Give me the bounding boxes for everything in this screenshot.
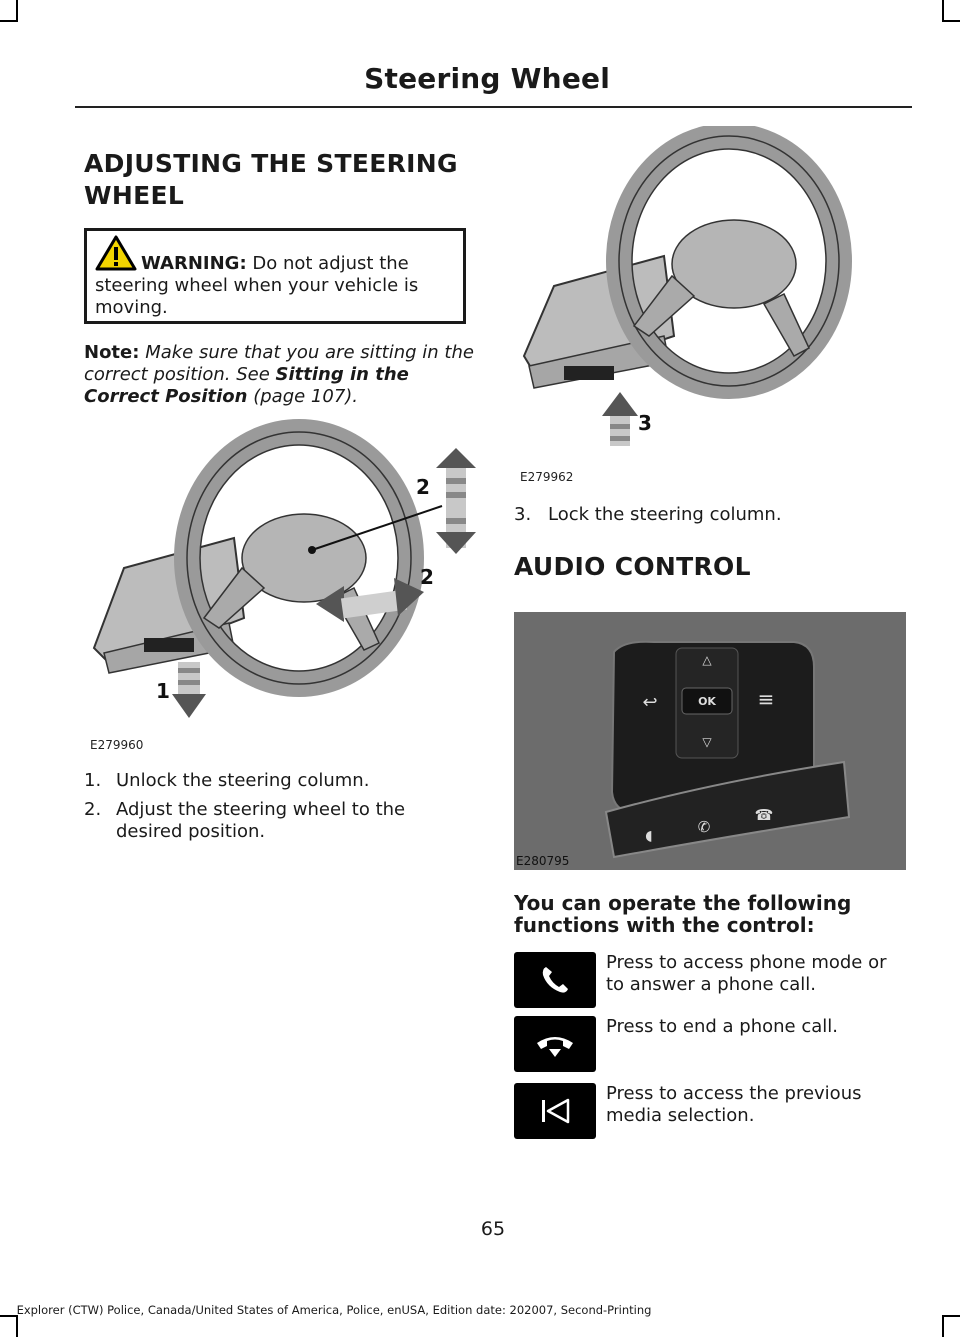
page-number: 65 <box>480 1218 506 1240</box>
warning-box: WARNING: Do not adjust the steering whee… <box>84 228 466 324</box>
function-text: Press to end a phone call. <box>606 1016 838 1037</box>
back-icon: ↩ <box>642 692 657 713</box>
warning-label: WARNING: <box>141 253 247 274</box>
steering-wheel-lock-illustration: 3 <box>522 123 852 446</box>
crop-mark <box>942 1315 960 1317</box>
menu-icon: ≡ <box>758 687 775 711</box>
crop-mark <box>942 0 944 20</box>
down-icon: ▽ <box>702 735 712 749</box>
phone-icon <box>514 952 596 1008</box>
crop-mark <box>16 1317 18 1337</box>
figure-code: E280795 <box>516 854 570 868</box>
crop-mark <box>942 20 960 22</box>
note-body: Make sure that you are sitting in the co… <box>84 342 474 385</box>
figure-code: E279960 <box>90 738 144 752</box>
step-number: 3. <box>514 504 532 525</box>
figure-code: E279962 <box>520 470 574 484</box>
section-heading-adjusting: ADJUSTING THE STEERING WHEEL <box>84 149 458 210</box>
crop-mark <box>16 0 18 20</box>
audio-control-figure: △ OK ▽ ↩ ≡ ◖ ✆ ☎ E280795 <box>514 612 906 870</box>
steering-lock-figure: 3 E279962 <box>514 123 904 488</box>
page-title: Steering Wheel <box>364 62 610 95</box>
callout-2-reach: 2 <box>420 565 434 589</box>
functions-subheading: You can operate the following functions … <box>514 891 852 937</box>
list-item: 1. Unlock the steering column. <box>84 770 476 792</box>
step-3: 3. Lock the steering column. <box>514 504 782 525</box>
phone-prev-icon: ✆ <box>698 818 711 836</box>
callout-1: 1 <box>156 679 170 703</box>
function-text: Press to access phone mode or to answer … <box>606 952 887 995</box>
function-row: Press to access phone mode or to answer … <box>514 952 906 1008</box>
function-row: Press to access the previous media selec… <box>514 1083 906 1139</box>
note: Note: Make sure that you are sitting in … <box>84 342 476 408</box>
footer: Explorer (CTW) Police, Canada/United Sta… <box>16 1303 652 1317</box>
previous-icon <box>514 1083 596 1139</box>
crop-mark <box>0 20 18 22</box>
section-heading-audio: AUDIO CONTROL <box>514 552 751 581</box>
steering-adjust-figure: 2 2 1 E279960 <box>84 418 484 758</box>
note-label: Note: <box>84 342 140 363</box>
step-text: Lock the steering column. <box>548 504 782 525</box>
hangup-next-icon: ☎ <box>755 806 774 824</box>
step-number: 1. <box>84 770 102 791</box>
step-number: 2. <box>84 799 102 820</box>
end-call-icon <box>514 1016 596 1072</box>
voice-icon: ◖ <box>645 828 652 844</box>
function-text: Press to access the previous media selec… <box>606 1083 862 1126</box>
crop-mark <box>0 1315 18 1317</box>
crop-mark <box>942 1317 944 1337</box>
callout-2-vertical: 2 <box>416 475 430 499</box>
warning-body: Do not adjust the steering wheel when yo… <box>95 253 419 318</box>
step-text: Unlock the steering column. <box>116 770 370 791</box>
steering-wheel-illustration: 2 2 1 <box>92 419 476 718</box>
header-divider <box>75 106 912 108</box>
note-link[interactable]: Sitting in the Correct Position <box>84 364 409 407</box>
step-text: Adjust the steering wheel to the desired… <box>116 799 406 842</box>
up-icon: △ <box>702 653 712 667</box>
steps-list: 1. Unlock the steering column. 2. Adjust… <box>84 770 476 850</box>
callout-3: 3 <box>638 411 652 435</box>
note-page-ref: (page 107). <box>253 386 359 407</box>
audio-control-photo: △ OK ▽ ↩ ≡ ◖ ✆ ☎ <box>514 612 906 870</box>
warning-text: WARNING: Do not adjust the steering whee… <box>95 253 455 319</box>
warning-triangle-icon <box>95 235 137 277</box>
ok-label: OK <box>698 695 716 708</box>
function-row: Press to end a phone call. <box>514 1016 906 1072</box>
list-item: 2. Adjust the steering wheel to the desi… <box>84 799 476 843</box>
